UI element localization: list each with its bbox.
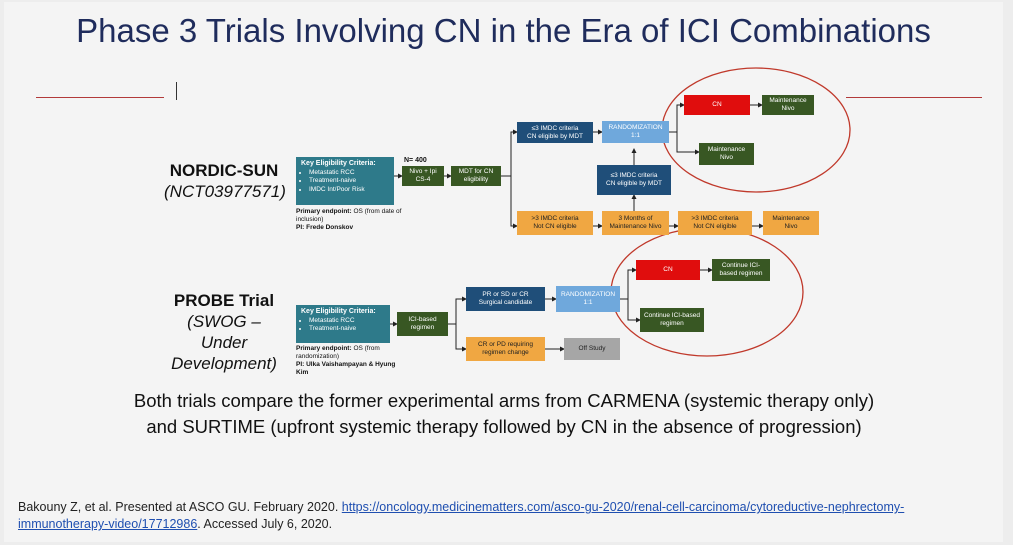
nordic-eligibility-item: IMDC Int/Poor Risk (309, 186, 389, 195)
probe-endpoint-label: Primary endpoint: (296, 345, 352, 352)
probe-name: PROBE Trial (173, 291, 275, 310)
nordic-eligibility-box: Key Eligibility Criteria: Metastatic RCC… (296, 157, 394, 205)
probe-pi: PI: Ulka Vaishampayan & Hyung Kim (296, 361, 396, 376)
text-cursor (176, 82, 177, 100)
nordic-not-cn-right: Not CN eligible (693, 223, 737, 230)
probe-label: PROBE Trial (SWOG – Under Development) (164, 290, 284, 374)
flow-connectors (390, 67, 851, 357)
nordic-cn-box: CN (684, 95, 750, 115)
nordic-eligibility-header: Key Eligibility Criteria: (301, 160, 376, 167)
citation-prefix: Bakouny Z, et al. Presented at ASCO GU. … (18, 500, 342, 514)
slide-title: Phase 3 Trials Involving CN in the Era o… (76, 12, 931, 49)
probe-eligibility-item: Treatment-naive (309, 325, 385, 334)
nordic-eligibility-item: Metastatic RCC (309, 169, 389, 178)
nordic-pi: PI: Frede Donskov (296, 224, 354, 231)
citation-suffix: . Accessed July 6, 2020. (197, 517, 333, 531)
summary-line-1: Both trials compare the former experimen… (133, 390, 875, 411)
probe-ici-regimen-box: ICI-based regimen (397, 312, 448, 336)
probe-eligibility-box: Key Eligibility Criteria: Metastatic RCC… (296, 305, 390, 343)
probe-sub2: Development) (171, 354, 277, 373)
nordic-randomization-box: RANDOMIZATION 1:1 (602, 121, 669, 143)
nordic-le3-top-box: ≤3 IMDC criteria CN eligible by MDT (517, 122, 593, 143)
nordic-maintenance-nivo-2: Maintenance Nivo (699, 143, 754, 165)
nordic-eligibility-item: Treatment-naive (309, 177, 389, 186)
nordic-sun-id: (NCT03977571) (164, 182, 286, 201)
probe-pr-sd-cr-box: PR or SD or CR Surgical candidate (466, 287, 545, 311)
probe-eligibility-item: Metastatic RCC (309, 317, 385, 326)
nordic-gt3-left-box: >3 IMDC criteria Not CN eligible (517, 211, 593, 235)
probe-eligibility-header: Key Eligibility Criteria: (301, 308, 376, 315)
nordic-nivo-ipi-box: Nivo + Ipi CS-4 (402, 166, 444, 186)
probe-pr-sd-cr: PR or SD or CR (482, 291, 529, 298)
probe-continue-ici-1: Continue ICI-based regimen (712, 259, 770, 281)
summary-line-2: and SURTIME (upfront systemic therapy fo… (146, 416, 862, 437)
probe-cn-box: CN (636, 260, 700, 280)
nordic-endpoint-text: OS (from date of inclusion) (296, 208, 402, 223)
nordic-gt3-left: >3 IMDC criteria (531, 215, 579, 222)
probe-continue-ici-2: Continue ICI-based regimen (640, 308, 704, 332)
citation-link[interactable]: https://oncology.medicinematters.com/asc… (18, 500, 905, 531)
slide: Phase 3 Trials Involving CN in the Era o… (4, 2, 1003, 542)
probe-off-study-box: Off Study (564, 338, 620, 360)
nordic-cn-eligible-mid: CN eligible by MDT (606, 180, 662, 187)
highlight-circle-probe (610, 227, 804, 357)
nordic-le3-mid-box: ≤3 IMDC criteria CN eligible by MDT (597, 165, 671, 195)
nordic-endpoint-label: Primary endpoint: (296, 208, 352, 215)
nordic-maintenance-nivo-1: Maintenance Nivo (762, 95, 814, 115)
summary-text: Both trials compare the former experimen… (64, 388, 944, 440)
nordic-n: N= 400 (404, 157, 427, 164)
nordic-le3-top: ≤3 IMDC criteria (531, 124, 579, 132)
nordic-gt3-right: >3 IMDC criteria (691, 215, 739, 222)
nordic-not-cn-left: Not CN eligible (533, 223, 577, 230)
probe-endpoint-text: OS (from randomization) (296, 345, 380, 360)
probe-endpoint: Primary endpoint: OS (from randomization… (296, 345, 406, 377)
nordic-sun-label: NORDIC-SUN (NCT03977571) (164, 160, 286, 202)
nordic-gt3-right-box: >3 IMDC criteria Not CN eligible (678, 211, 752, 235)
nordic-maintenance-nivo-3: Maintenance Nivo (763, 211, 819, 235)
nordic-le3-mid: ≤3 IMDC criteria (610, 172, 658, 179)
highlight-circle-nordic (661, 67, 851, 193)
probe-randomization-box: RANDOMIZATION 1:1 (556, 286, 620, 312)
probe-surgical: Surgical candidate (478, 299, 533, 306)
probe-cr-pd-box: CR or PD requiring regimen change (466, 337, 545, 361)
nordic-mdt-box: MDT for CN eligibility (451, 166, 501, 186)
probe-sub1: (SWOG – Under (187, 312, 261, 352)
title-rule-left (36, 97, 164, 98)
nordic-endpoint: Primary endpoint: OS (from date of inclu… (296, 208, 406, 232)
nordic-cn-eligible-top: CN eligible by MDT (527, 132, 583, 140)
title-rule-right (846, 97, 982, 98)
nordic-three-months-box: 3 Months of Maintenance Nivo (602, 211, 669, 235)
nordic-sun-name: NORDIC-SUN (169, 161, 279, 180)
citation: Bakouny Z, et al. Presented at ASCO GU. … (18, 499, 978, 533)
